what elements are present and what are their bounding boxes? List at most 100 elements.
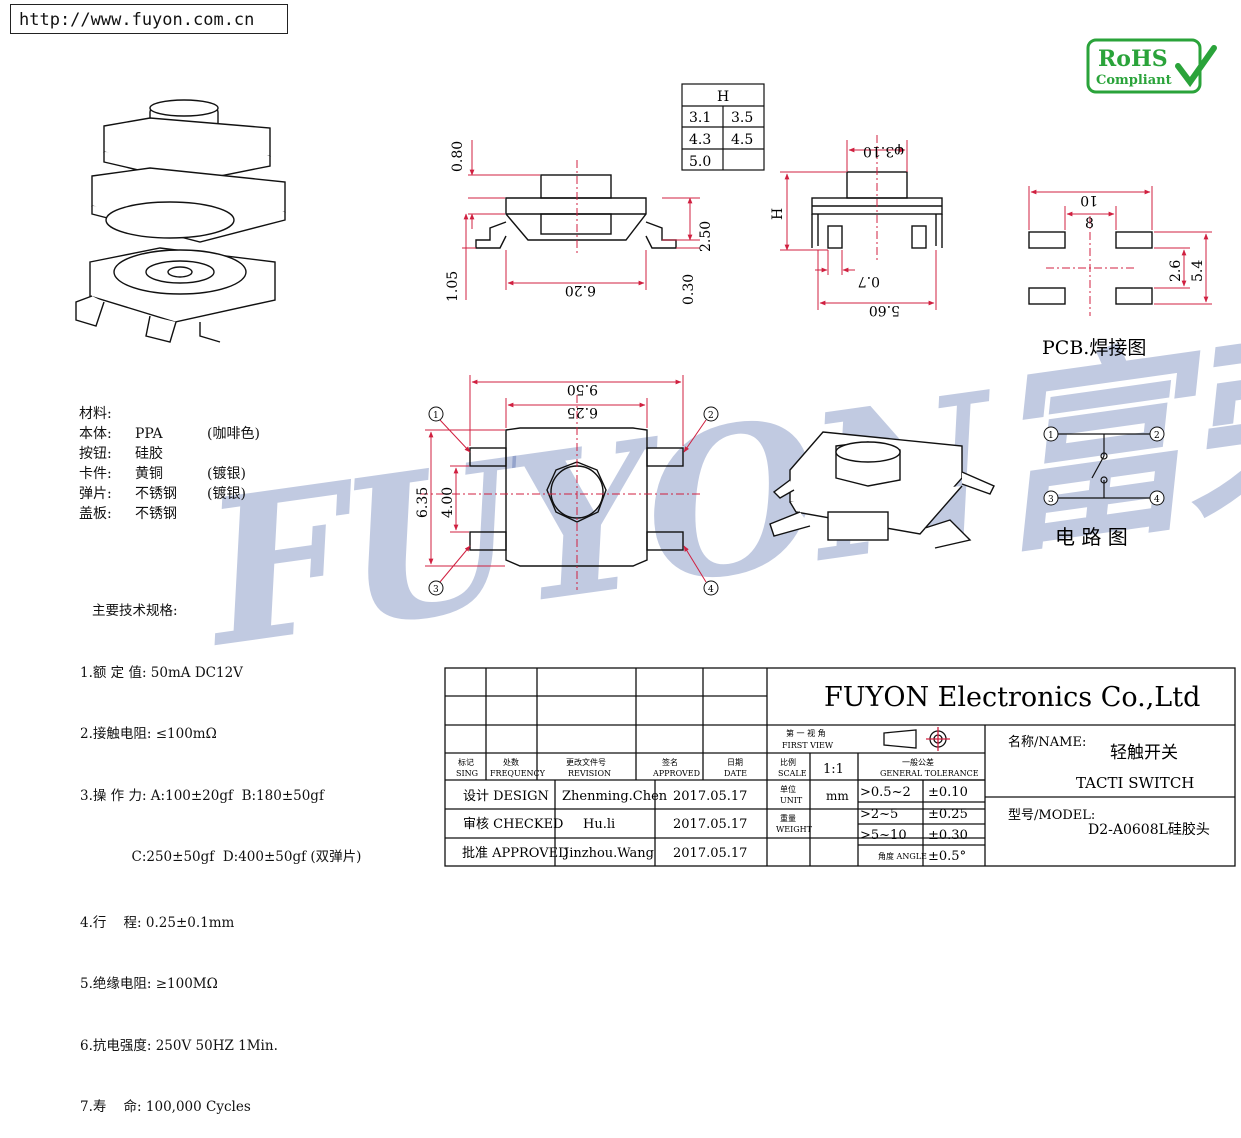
spec-row: 6.抗电强度: 250V 50HZ 1Min. bbox=[80, 1037, 278, 1054]
header-cn: 更改文件号 bbox=[566, 757, 606, 767]
tol-value: ±0.5° bbox=[928, 849, 966, 864]
pcb-inner-dim: 8 bbox=[1085, 216, 1094, 232]
circuit-pin: 3 bbox=[1048, 495, 1054, 505]
materials-title: 材料: bbox=[79, 406, 112, 422]
material-row: 按钮:硅胶 bbox=[79, 446, 163, 462]
name-design: Zhenming.Chen bbox=[562, 789, 668, 804]
scale-en: SCALE bbox=[778, 769, 807, 778]
header-en: FREQUENCY bbox=[490, 769, 546, 778]
circuit-title: 电 路 图 bbox=[1055, 525, 1128, 549]
date-approved: 2017.05.17 bbox=[673, 846, 747, 861]
role-design: 设计 DESIGN bbox=[463, 789, 549, 804]
spec-row: 3.操 作 力: A:100±20gf B:180±50gf bbox=[80, 787, 324, 804]
pin-label: 4 bbox=[708, 585, 714, 595]
header-en: REVISION bbox=[568, 769, 611, 778]
spec-row: 4.行 程: 0.25±0.1mm bbox=[80, 914, 235, 931]
dim-outer-width: 9.50 bbox=[567, 381, 598, 397]
dim-front-width: 5.60 bbox=[869, 302, 900, 318]
assembled-view-illustration bbox=[769, 431, 995, 549]
company-name: FUYON Electronics Co.,Ltd bbox=[824, 682, 1200, 713]
pcb-layout bbox=[1028, 231, 1153, 305]
header-cn: 签名 bbox=[662, 757, 678, 767]
tolerance-cn: 一般公差 bbox=[902, 757, 934, 767]
pin-label: 2 bbox=[708, 411, 714, 421]
name-approved: Jinzhou.Wang bbox=[562, 846, 654, 861]
dim-height-inner: 4.00 bbox=[440, 487, 456, 518]
dim-top-height: 0.80 bbox=[450, 141, 466, 172]
circuit-pin: 4 bbox=[1154, 495, 1160, 505]
model-label: 型号/MODEL: bbox=[1008, 808, 1095, 823]
material-row: 卡件:黄铜(镀银) bbox=[79, 466, 246, 482]
model-value: D2-A0608L硅胶头 bbox=[1088, 821, 1210, 838]
name-cn: 轻触开关 bbox=[1110, 743, 1178, 763]
dim-width: 6.20 bbox=[565, 282, 596, 298]
rohs-logo: RoHS Compliant bbox=[1086, 38, 1217, 94]
tol-range: >0.5~2 bbox=[860, 785, 911, 800]
header-cn: 处数 bbox=[503, 757, 519, 767]
spec-row: 5.绝缘电阻: ≥100MΩ bbox=[80, 976, 218, 992]
pin-label: 1 bbox=[433, 411, 439, 421]
dim-diameter: φ3.10 bbox=[863, 143, 904, 159]
tol-value: ±0.25 bbox=[928, 807, 968, 822]
h-cell: 4.3 bbox=[689, 132, 711, 148]
tol-value: ±0.30 bbox=[928, 828, 968, 843]
tol-angle: 角度 ANGLE bbox=[878, 851, 927, 861]
scale-cn: 比例 bbox=[780, 757, 796, 767]
first-view-en: FIRST VIEW bbox=[782, 741, 834, 750]
technical-drawing: FUYON富荣 RoHS Compliant H bbox=[75, 38, 1241, 867]
svg-text:Compliant: Compliant bbox=[1096, 73, 1172, 88]
circuit-pin: 1 bbox=[1048, 431, 1054, 441]
header-cn: 日期 bbox=[727, 758, 743, 767]
unit-value: mm bbox=[826, 789, 849, 803]
h-cell: 3.5 bbox=[731, 110, 753, 126]
title-block-grid bbox=[444, 667, 1236, 867]
header-cn: 标记 bbox=[458, 757, 474, 767]
spec-row: C:250±50gf D:400±50gf (双弹片) bbox=[80, 849, 362, 865]
dim-inner-width: 6.25 bbox=[567, 404, 598, 420]
material-row: 盖板:不锈钢 bbox=[79, 506, 177, 522]
material-row: 本体:PPA(咖啡色) bbox=[79, 426, 260, 442]
dim-stem-height: 2.50 bbox=[698, 221, 714, 252]
role-approved: 批准 APPROVED bbox=[462, 846, 569, 861]
name-en: TACTI SWITCH bbox=[1076, 774, 1194, 792]
specs-title: 主要技术规格: bbox=[92, 603, 178, 619]
circuit-diagram bbox=[1057, 433, 1150, 499]
name-checked: Hu.li bbox=[583, 817, 615, 832]
scale-value: 1:1 bbox=[823, 762, 844, 777]
dim-pin-gap: 0.7 bbox=[858, 273, 880, 289]
name-label: 名称/NAME: bbox=[1008, 734, 1086, 750]
circuit-pin: 2 bbox=[1154, 431, 1160, 441]
h-cell: 3.1 bbox=[689, 110, 711, 126]
pcb-title: PCB.焊接图 bbox=[1042, 337, 1146, 359]
header-en: SING bbox=[456, 769, 478, 778]
pcb-gap-dim: 2.6 bbox=[1168, 260, 1184, 282]
svg-text:RoHS: RoHS bbox=[1098, 46, 1168, 72]
tol-value: ±0.10 bbox=[928, 785, 968, 800]
tol-range: >5~10 bbox=[860, 828, 907, 843]
spec-row: 2.接触电阻: ≤100mΩ bbox=[80, 726, 217, 742]
materials-list: 材料: 本体:PPA(咖啡色) 按钮:硅胶 卡件:黄铜(镀银) 弹片:不锈钢(镀… bbox=[79, 404, 309, 524]
pcb-span-dim: 5.4 bbox=[1190, 260, 1206, 282]
tolerance-en: GENERAL TOLERANCE bbox=[880, 769, 979, 778]
spec-row: 1.额 定 值: 50mA DC12V bbox=[80, 664, 243, 681]
unit-en: UNIT bbox=[780, 796, 803, 805]
material-row: 弹片:不锈钢(镀银) bbox=[79, 486, 246, 502]
header-en: APPROVED bbox=[652, 769, 700, 778]
first-view-cn: 第 一 视 角 bbox=[786, 728, 826, 738]
h-table-header: H bbox=[717, 89, 729, 105]
unit-cn: 单位 bbox=[780, 784, 796, 794]
h-cell: 4.5 bbox=[731, 132, 753, 148]
dim-foot-height: 0.30 bbox=[681, 274, 697, 305]
weight-cn: 重量 bbox=[780, 813, 796, 823]
pin-label: 3 bbox=[433, 585, 439, 595]
dim-base-height: 1.05 bbox=[445, 271, 461, 302]
dim-height-outer: 6.35 bbox=[415, 487, 431, 518]
dim-h: H bbox=[770, 208, 786, 220]
specs-list: 主要技术规格: 1.额 定 值: 50mA DC12V 2.接触电阻: ≤100… bbox=[80, 560, 440, 1138]
exploded-view-illustration bbox=[75, 99, 286, 343]
h-cell: 5.0 bbox=[689, 154, 711, 170]
header-en: DATE bbox=[724, 769, 747, 778]
date-design: 2017.05.17 bbox=[673, 789, 747, 804]
role-checked: 审核 CHECKED bbox=[463, 817, 563, 832]
website-url: http://www.fuyon.com.cn bbox=[10, 4, 288, 34]
